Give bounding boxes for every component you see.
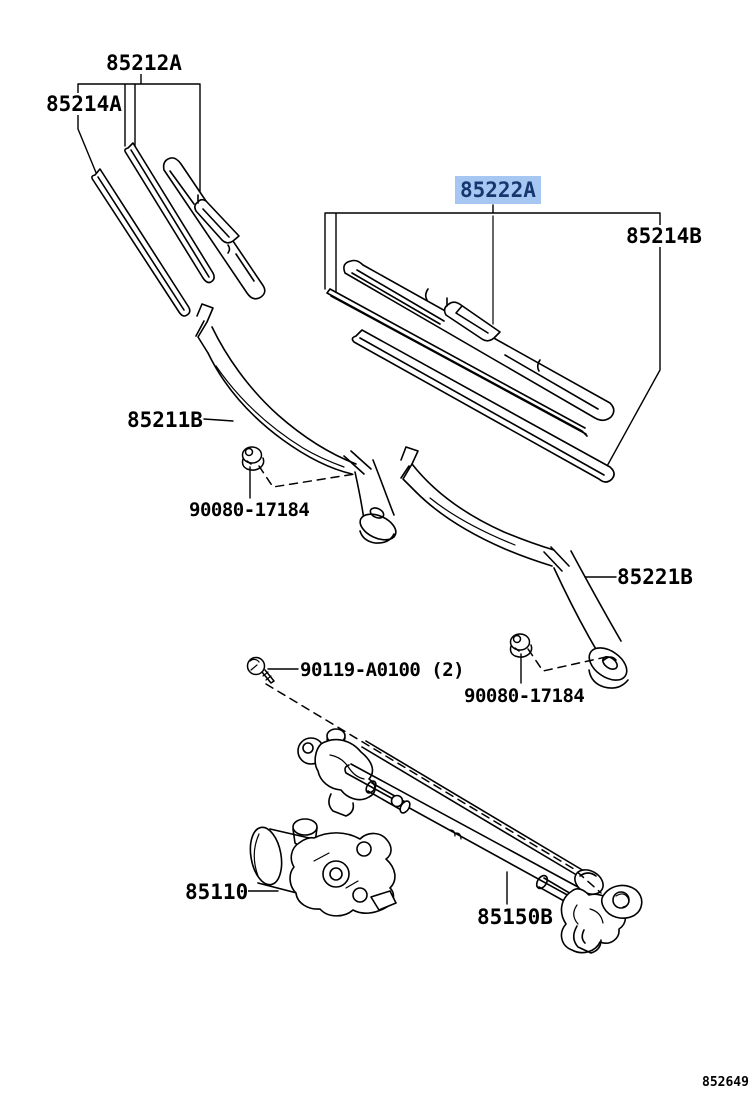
leader-lines [77, 72, 661, 905]
part-label-85221b[interactable]: 85221B [617, 565, 693, 589]
pivot-cap-nut-rh [509, 633, 533, 658]
wiper-arm-rh [400, 446, 629, 689]
part-label-90080-17184-front[interactable]: 90080-17184 [189, 499, 310, 521]
part-label-85110[interactable]: 85110 [185, 880, 249, 904]
pivot-cap-nut-lh [241, 446, 265, 471]
assembly-dashed-lines [258, 465, 607, 894]
part-label-85214a[interactable]: 85214A [46, 92, 122, 116]
part-label-85222a-highlighted[interactable]: 85222A [455, 176, 541, 204]
wiper-blade-assembly-rh [326, 259, 615, 483]
part-label-85150b[interactable]: 85150B [477, 905, 553, 929]
wiper-arm-lh [195, 303, 397, 544]
part-label-85212a[interactable]: 85212A [106, 51, 182, 75]
wiper-link-assembly [297, 728, 643, 954]
part-label-90119-a0100[interactable]: 90119-A0100 (2) [300, 659, 465, 681]
wiper-motor [249, 818, 397, 917]
wiper-blade-assembly-lh [91, 142, 266, 317]
part-label-90080-17184-rear[interactable]: 90080-17184 [464, 685, 585, 707]
mounting-bolt [246, 656, 275, 684]
part-label-85214b[interactable]: 85214B [626, 224, 702, 248]
figure-code: 852649 [702, 1075, 749, 1090]
part-label-85211b[interactable]: 85211B [127, 408, 203, 432]
